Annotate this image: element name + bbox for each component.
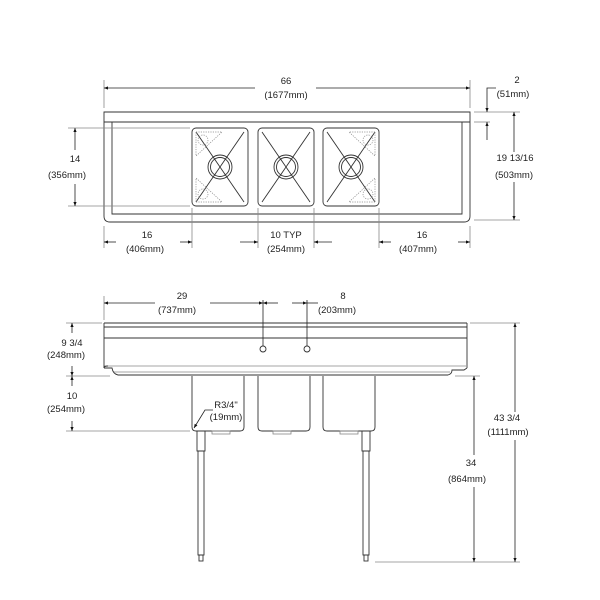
dim-bowl-width: 10 TYP xyxy=(270,230,302,241)
dim-work-height: 34 xyxy=(466,458,477,469)
dim-backsplash-depth: 2 xyxy=(514,75,519,86)
dim-backsplash-height-metric: (248mm) xyxy=(47,350,85,361)
right-leg xyxy=(361,430,371,562)
dim-overall-depth-metric: (503mm) xyxy=(495,170,533,181)
bowl-2 xyxy=(257,127,315,207)
dim-bowl-width-metric: (254mm) xyxy=(267,244,305,255)
dim-corner-radius-metric: (19mm) xyxy=(210,412,243,423)
bowl-1 xyxy=(191,127,249,207)
dim-corner-radius: R3/4" xyxy=(214,400,237,411)
dim-overall-width-metric: (1677mm) xyxy=(264,90,307,101)
dim-overall-height-metric: (1111mm) xyxy=(487,427,528,438)
inner-rim xyxy=(111,122,463,215)
dim-faucet-offset: 29 xyxy=(177,291,188,302)
dim-left-drainboard-metric: (406mm) xyxy=(126,244,164,255)
dim-work-height-metric: (864mm) xyxy=(448,474,486,485)
front-bowl-3 xyxy=(322,376,376,432)
front-bowl-2 xyxy=(257,376,311,432)
faucet-hole-right xyxy=(303,345,311,353)
front-view: 29 (737mm) 8 (203mm) 9 3/4 (248mm) 10 (2… xyxy=(47,291,529,563)
faucet-hole-left xyxy=(259,345,267,353)
top-view: 66 (1677mm) 2 (51mm) 19 13/16 (503mm) 14… xyxy=(48,75,534,255)
dim-backsplash-depth-metric: (51mm) xyxy=(497,89,530,100)
dim-bowl-front-back: 14 xyxy=(70,154,81,165)
top-outline xyxy=(103,111,471,223)
dim-bowl-depth: 10 xyxy=(67,391,78,402)
dim-faucet-spacing-metric: (203mm) xyxy=(318,305,356,316)
dim-overall-height: 43 3/4 xyxy=(494,413,520,424)
dim-bowl-depth-metric: (254mm) xyxy=(47,404,85,415)
dim-right-drainboard-metric: (407mm) xyxy=(399,244,437,255)
dim-backsplash-height: 9 3/4 xyxy=(61,338,82,349)
dim-overall-width: 66 xyxy=(281,76,292,87)
dim-overall-depth: 19 13/16 xyxy=(497,153,534,164)
dim-left-drainboard: 16 xyxy=(142,230,153,241)
dim-right-drainboard: 16 xyxy=(417,230,428,241)
bowl-3 xyxy=(322,127,380,207)
dim-faucet-spacing: 8 xyxy=(340,291,345,302)
left-leg xyxy=(196,430,206,562)
dim-bowl-front-back-metric: (356mm) xyxy=(48,170,86,181)
dim-faucet-offset-metric: (737mm) xyxy=(158,305,196,316)
